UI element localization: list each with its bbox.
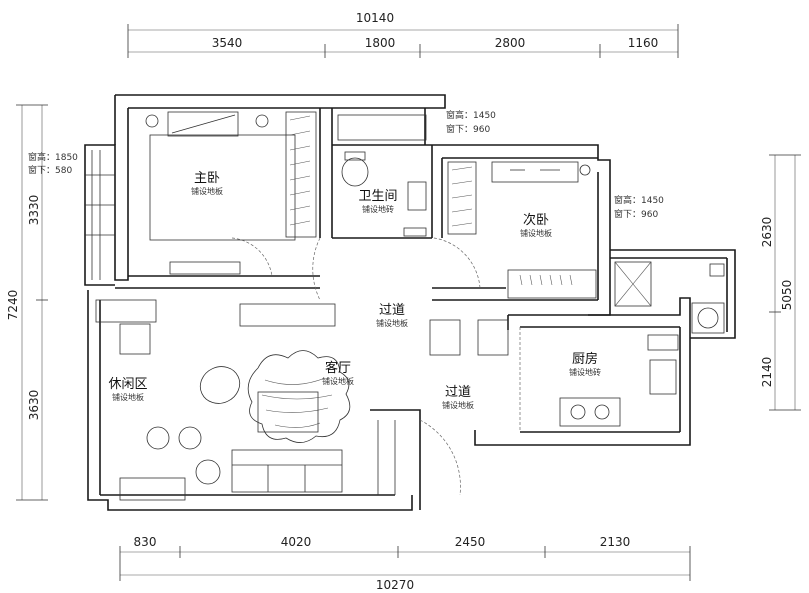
side-table bbox=[195, 459, 221, 485]
dim-bottom-4: 2130 bbox=[600, 535, 631, 549]
dim-right-total: 5050 bbox=[780, 280, 794, 311]
leisure-chair-2 bbox=[178, 426, 202, 450]
master-wardrobe bbox=[285, 111, 317, 238]
floor-living-room: 铺设地板 bbox=[322, 376, 354, 386]
dim-bottom-1: 830 bbox=[134, 535, 157, 549]
window-left-sill: 窗下：580 bbox=[28, 164, 72, 176]
dim-top-1: 3540 bbox=[212, 36, 243, 50]
walls bbox=[84, 94, 736, 511]
floor-corridor-upper: 铺设地板 bbox=[376, 318, 408, 328]
washing-machine bbox=[691, 302, 725, 334]
floor-corridor-lower: 铺设地板 bbox=[442, 400, 474, 410]
room-corridor-lower: 过道 bbox=[445, 385, 471, 400]
furniture bbox=[95, 111, 725, 501]
room-second-bedroom: 次卧 bbox=[523, 212, 549, 228]
dim-top-4: 1160 bbox=[628, 36, 659, 50]
window-second-sill: 窗下：960 bbox=[614, 208, 658, 220]
room-leisure-area: 休闲区 bbox=[108, 377, 147, 392]
room-living-room: 客厅 bbox=[325, 360, 351, 376]
window-bath-height: 窗高：1450 bbox=[446, 109, 496, 121]
bathtub bbox=[337, 114, 427, 141]
dim-left-1: 3330 bbox=[27, 195, 41, 226]
dim-bottom-2: 4020 bbox=[281, 535, 312, 549]
doors bbox=[231, 237, 481, 496]
lounge-chair bbox=[199, 366, 241, 404]
dim-top-2: 1800 bbox=[365, 36, 396, 50]
dim-bottom-3: 2450 bbox=[455, 535, 486, 549]
second-wardrobe bbox=[447, 161, 477, 235]
sink bbox=[407, 181, 427, 211]
kitchen-sink bbox=[649, 359, 677, 395]
dim-top-total: 10140 bbox=[356, 11, 394, 25]
kitchen-stove bbox=[559, 397, 621, 427]
dim-right-1: 2630 bbox=[760, 217, 774, 248]
tv-cabinet bbox=[239, 303, 336, 327]
floor-master-bedroom: 铺设地板 bbox=[191, 186, 223, 196]
room-corridor-upper: 过道 bbox=[379, 303, 405, 318]
second-desk bbox=[491, 161, 579, 183]
room-bathroom: 卫生间 bbox=[358, 189, 397, 204]
floor-bathroom: 铺设地砖 bbox=[362, 204, 394, 214]
second-bed-end bbox=[507, 269, 597, 299]
floor-second-bedroom: 铺设地板 bbox=[520, 228, 552, 238]
room-master-bedroom: 主卧 bbox=[194, 171, 220, 186]
dim-bottom-total: 10270 bbox=[376, 578, 414, 592]
dim-left-2: 3630 bbox=[27, 390, 41, 421]
living-rug bbox=[247, 350, 351, 443]
toilet bbox=[341, 157, 369, 187]
dimension-lines bbox=[16, 24, 801, 581]
dim-top-3: 2800 bbox=[495, 36, 526, 50]
floor-kitchen: 铺设地砖 bbox=[569, 367, 601, 377]
window-bath-sill: 窗下：960 bbox=[446, 123, 490, 135]
master-bed bbox=[149, 134, 296, 241]
sofa bbox=[231, 449, 343, 493]
leisure-chair-1 bbox=[146, 426, 170, 450]
window-left-height: 窗高：1850 bbox=[28, 151, 78, 163]
dim-left-total: 7240 bbox=[6, 290, 20, 321]
floor-leisure-area: 铺设地板 bbox=[112, 392, 144, 402]
window-second-height: 窗高：1450 bbox=[614, 194, 664, 206]
room-kitchen: 厨房 bbox=[572, 351, 598, 367]
dim-right-2: 2140 bbox=[760, 357, 774, 388]
